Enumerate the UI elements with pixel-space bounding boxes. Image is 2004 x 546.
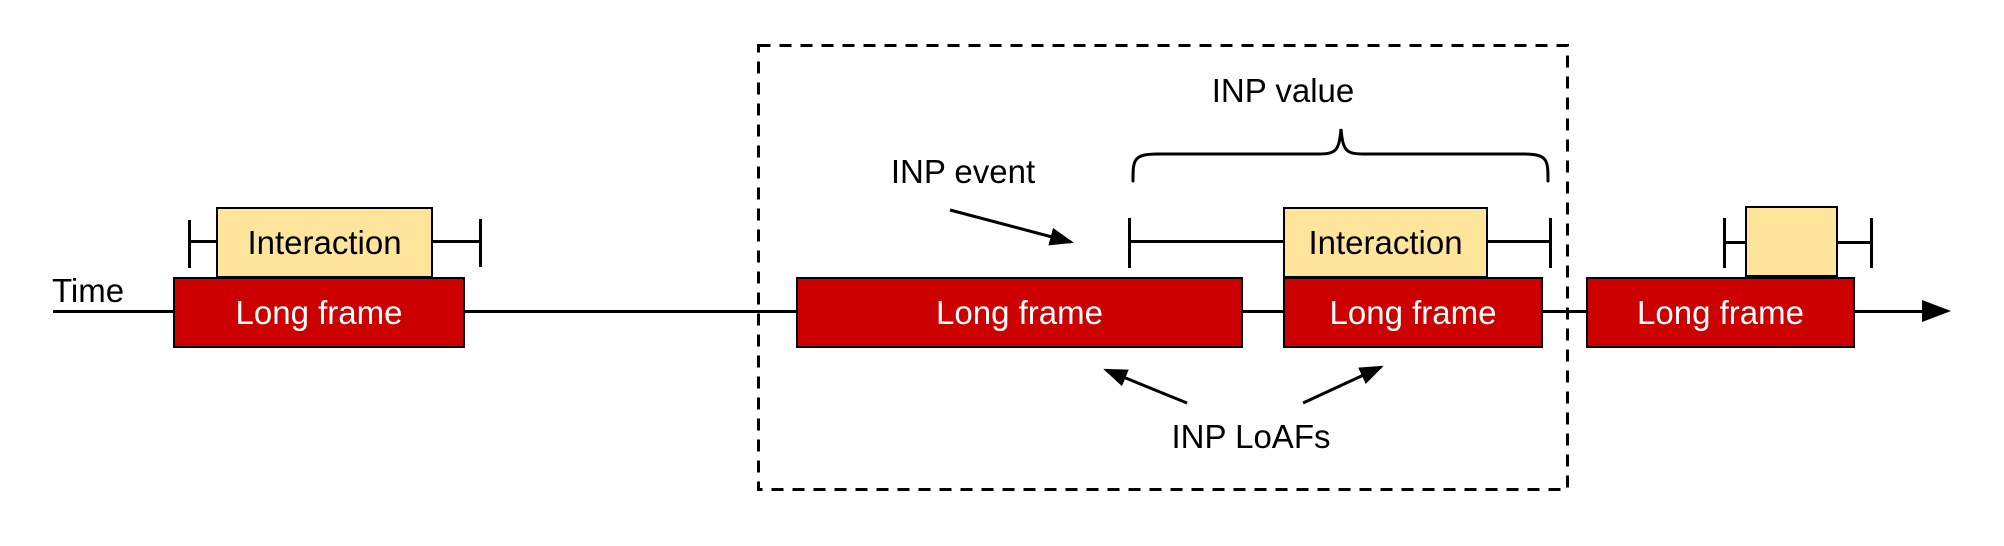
interaction-box-1: Interaction bbox=[216, 207, 433, 278]
inp-loaf-arrow-right-icon bbox=[1302, 365, 1384, 405]
interaction1-start-tick-bar bbox=[188, 220, 191, 268]
interaction1-start-tick-line bbox=[191, 240, 216, 243]
long-frame-label: Long frame bbox=[1637, 293, 1804, 331]
timeline-segment-4 bbox=[1541, 310, 1586, 313]
time-axis-label: Time bbox=[52, 272, 125, 309]
interaction3-start-tick-bar bbox=[1723, 218, 1726, 268]
timeline-segment-end bbox=[1855, 310, 1925, 313]
inp-value-brace-icon bbox=[1131, 128, 1550, 183]
inp-value-label: INP value bbox=[1211, 72, 1355, 109]
interaction3-end-tick-line bbox=[1838, 241, 1870, 244]
long-frame-box-2: Long frame bbox=[796, 277, 1243, 348]
inp-selection-dashed-box bbox=[757, 44, 1569, 491]
timeline-segment-2 bbox=[465, 310, 796, 313]
inp-loafs-label: INP LoAFs bbox=[1171, 418, 1331, 455]
inp-measure-end-tick-line bbox=[1488, 240, 1549, 243]
interaction3-end-tick-bar bbox=[1870, 218, 1873, 268]
long-frame-box-3: Long frame bbox=[1283, 277, 1543, 348]
interaction3-start-tick-line bbox=[1726, 241, 1745, 244]
long-frame-box-1: Long frame bbox=[173, 277, 465, 348]
inp-measure-start-tick-line bbox=[1131, 240, 1283, 243]
long-frame-label: Long frame bbox=[235, 293, 403, 331]
inp-event-arrow-icon bbox=[949, 208, 1074, 246]
long-frame-label: Long frame bbox=[1329, 293, 1497, 331]
interaction-label: Interaction bbox=[247, 223, 402, 261]
long-frame-label: Long frame bbox=[936, 293, 1103, 331]
timeline-arrowhead-icon bbox=[1922, 300, 1951, 322]
timeline-segment-3 bbox=[1243, 310, 1283, 313]
inp-measure-start-tick-bar bbox=[1128, 218, 1131, 268]
long-frame-box-4: Long frame bbox=[1586, 277, 1855, 348]
interaction-box-2: Interaction bbox=[1283, 207, 1488, 278]
inp-measure-end-tick-bar bbox=[1549, 218, 1552, 268]
interaction1-end-tick-bar bbox=[479, 219, 482, 267]
timeline-segment-start bbox=[53, 310, 173, 313]
interaction-box-3 bbox=[1745, 206, 1838, 277]
interaction1-end-tick-line bbox=[433, 240, 479, 243]
inp-loaf-arrow-left-icon bbox=[1103, 368, 1188, 405]
inp-event-label: INP event bbox=[890, 153, 1036, 190]
interaction-label: Interaction bbox=[1308, 223, 1463, 261]
